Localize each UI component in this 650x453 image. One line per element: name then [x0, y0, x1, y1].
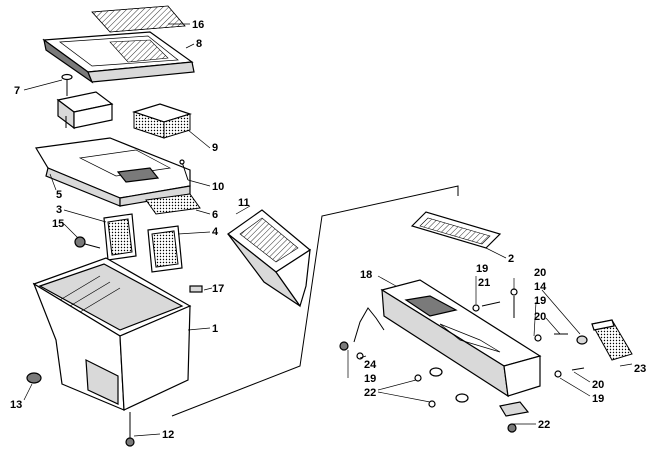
part-10-pin [179, 159, 189, 181]
part-1-housing [32, 257, 192, 411]
callout-19-d: 19 [364, 373, 376, 385]
callout-20-c: 20 [592, 379, 604, 391]
part-24-rod [353, 307, 385, 343]
callout-19-c: 19 [592, 393, 604, 405]
callout-labels: 16 8 7 9 10 5 6 3 4 15 11 17 1 12 13 2 1… [10, 19, 646, 441]
part-8-lid [42, 31, 195, 84]
part-13-clip [26, 372, 42, 384]
callout-20-a: 20 [534, 267, 546, 279]
fasteners [339, 288, 588, 433]
callout-14: 14 [534, 281, 547, 293]
callout-20-b: 20 [534, 311, 546, 323]
callout-3: 3 [56, 204, 62, 216]
callout-2: 2 [508, 253, 514, 265]
part-4-grille [147, 225, 183, 273]
callout-11: 11 [238, 197, 250, 209]
part-16-screen [91, 5, 186, 33]
part-7-screw [61, 73, 73, 96]
part-5-base-plate [35, 137, 191, 207]
part-18-console [380, 279, 542, 398]
callout-13: 13 [10, 399, 22, 411]
callout-19-b: 19 [534, 295, 546, 307]
callout-22-b: 22 [538, 419, 550, 431]
housing-insert [56, 91, 114, 130]
part-17-stud [189, 285, 203, 293]
part-11-duct [226, 209, 312, 308]
callout-15: 15 [52, 218, 64, 230]
part-9-filter [132, 103, 192, 139]
callout-10: 10 [212, 181, 224, 193]
callout-12: 12 [162, 429, 174, 441]
part-23-filter [591, 319, 633, 361]
callout-16: 16 [192, 19, 204, 31]
callout-17: 17 [212, 283, 224, 295]
callout-24: 24 [364, 359, 377, 371]
callout-9: 9 [212, 142, 218, 154]
callout-19-a: 19 [476, 263, 488, 275]
leader-lines [23, 23, 633, 437]
part-15-bolt [74, 236, 101, 249]
callout-8: 8 [196, 38, 202, 50]
callout-7: 7 [14, 85, 20, 97]
callout-22-a: 22 [364, 387, 376, 399]
callout-23: 23 [634, 363, 646, 375]
part-3-grille [103, 213, 137, 261]
callout-6: 6 [212, 209, 218, 221]
assembly-bracket [171, 185, 459, 417]
callout-4: 4 [212, 226, 219, 238]
part-12-drain [125, 412, 135, 447]
callout-21: 21 [478, 277, 490, 289]
callout-18: 18 [360, 269, 372, 281]
callout-5: 5 [56, 189, 62, 201]
callout-1: 1 [212, 323, 218, 335]
part-2-frame [410, 211, 502, 249]
part-6-foam [145, 193, 201, 215]
